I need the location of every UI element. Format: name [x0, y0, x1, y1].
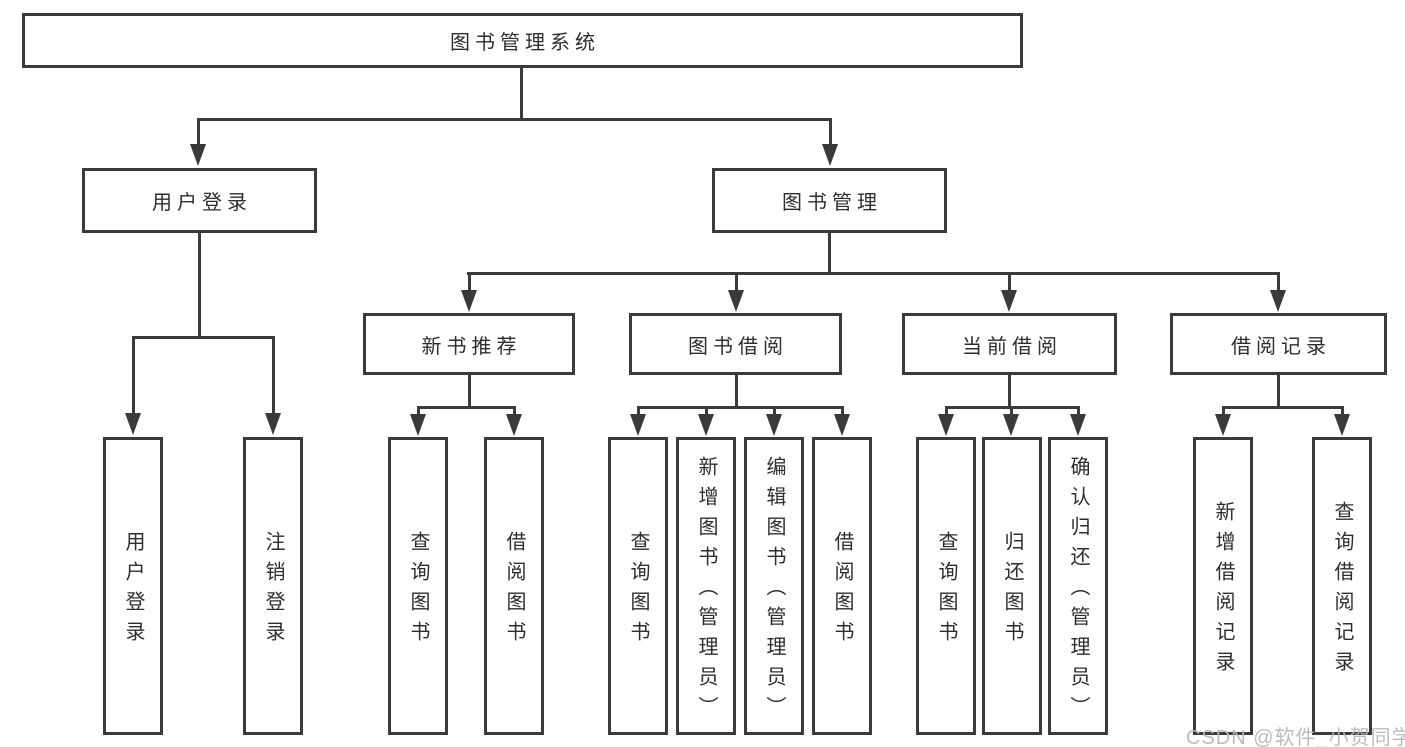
connector — [416, 406, 516, 409]
node-new-book-recommend: 新书推荐 — [363, 313, 575, 375]
arrowhead-down — [834, 414, 850, 436]
leaf-label: 查询借阅记录 — [1331, 501, 1353, 681]
leaf-return-books: 归还图书 — [982, 437, 1042, 735]
leaf-label: 归还图书 — [1001, 531, 1023, 651]
leaf-label: 查询图书 — [935, 531, 957, 651]
connector — [772, 406, 776, 416]
leaf-borrow-books-1: 借阅图书 — [484, 437, 544, 735]
leaf-query-borrow-record: 查询借阅记录 — [1312, 437, 1372, 735]
leaf-label: 借阅图书 — [831, 531, 853, 651]
connector — [636, 406, 640, 416]
leaf-label: 借阅图书 — [503, 531, 525, 651]
leaf-label: 用户登录 — [122, 531, 144, 651]
node-book-management: 图书管理 — [712, 168, 947, 233]
arrowhead-down — [1070, 414, 1086, 436]
connector — [512, 406, 516, 416]
connector — [467, 375, 471, 408]
node-library-system: 图书管理系统 — [22, 13, 1023, 68]
leaf-label: 查询图书 — [407, 531, 429, 651]
node-label: 用户登录 — [152, 192, 252, 214]
arrowhead-down — [265, 413, 281, 435]
leaf-label: 新增图书（管理员） — [695, 456, 717, 726]
connector — [734, 375, 738, 408]
arrowhead-down — [728, 290, 744, 312]
arrowhead-down — [822, 144, 838, 166]
node-book-borrowing: 图书借阅 — [629, 313, 842, 375]
connector — [1007, 375, 1011, 408]
connector — [416, 406, 420, 416]
node-user-login: 用户登录 — [82, 168, 317, 233]
arrowhead-down — [630, 414, 646, 436]
connector — [1009, 406, 1013, 416]
leaf-add-books-admin: 新增图书（管理员） — [676, 437, 736, 735]
arrowhead-down — [461, 290, 477, 312]
connector — [828, 118, 832, 146]
arrowhead-down — [506, 414, 522, 436]
leaf-label: 注销登录 — [262, 531, 284, 651]
arrowhead-down — [1001, 290, 1017, 312]
leaf-edit-books-admin: 编辑图书（管理员） — [744, 437, 804, 735]
arrowhead-down — [410, 414, 426, 436]
arrowhead-down — [766, 414, 782, 436]
arrowhead-down — [1003, 414, 1019, 436]
connector — [1076, 406, 1080, 416]
connector — [1221, 406, 1344, 409]
connector — [519, 68, 523, 121]
connector — [734, 272, 738, 292]
leaf-confirm-return-admin: 确认归还（管理员） — [1048, 437, 1108, 735]
connector — [827, 233, 831, 275]
leaf-logout: 注销登录 — [243, 437, 303, 735]
connector — [944, 406, 948, 416]
node-label: 图书借阅 — [688, 335, 788, 358]
arrowhead-down — [125, 413, 141, 435]
connector — [197, 233, 201, 339]
arrowhead-down — [190, 144, 206, 166]
connector — [1276, 272, 1280, 292]
arrowhead-down — [698, 414, 714, 436]
csdn-watermark: CSDN @软件_小贺同学 — [1186, 727, 1405, 747]
arrowhead-down — [1215, 414, 1231, 436]
arrowhead-down — [1334, 414, 1350, 436]
leaf-label: 确认归还（管理员） — [1067, 456, 1089, 726]
connector — [636, 406, 844, 409]
connector — [196, 118, 200, 146]
connector — [1221, 406, 1225, 416]
leaf-label: 查询图书 — [627, 531, 649, 651]
connector — [1007, 272, 1011, 292]
leaf-label: 编辑图书（管理员） — [763, 456, 785, 726]
node-label: 当前借阅 — [962, 335, 1062, 358]
connector — [467, 272, 471, 292]
connector — [704, 406, 708, 416]
node-label: 新书推荐 — [421, 335, 522, 358]
node-label: 图书管理系统 — [450, 32, 600, 54]
node-label: 借阅记录 — [1231, 335, 1331, 358]
connector — [131, 336, 135, 414]
leaf-user-login: 用户登录 — [103, 437, 163, 735]
node-borrowing-records: 借阅记录 — [1170, 313, 1387, 375]
connector — [271, 336, 275, 414]
arrowhead-down — [1270, 290, 1286, 312]
connector — [1340, 406, 1344, 416]
leaf-query-books-2: 查询图书 — [608, 437, 668, 735]
leaf-query-books-1: 查询图书 — [388, 437, 448, 735]
connector — [466, 272, 1280, 275]
leaf-query-books-3: 查询图书 — [916, 437, 976, 735]
leaf-add-borrow-record: 新增借阅记录 — [1193, 437, 1253, 735]
node-current-borrowing: 当前借阅 — [902, 313, 1117, 375]
arrowhead-down — [938, 414, 954, 436]
connector — [1276, 375, 1280, 408]
leaf-borrow-books-2: 借阅图书 — [812, 437, 872, 735]
connector — [840, 406, 844, 416]
connector — [131, 336, 275, 339]
node-label: 图书管理 — [782, 192, 882, 214]
connector — [196, 118, 832, 121]
leaf-label: 新增借阅记录 — [1212, 501, 1234, 681]
